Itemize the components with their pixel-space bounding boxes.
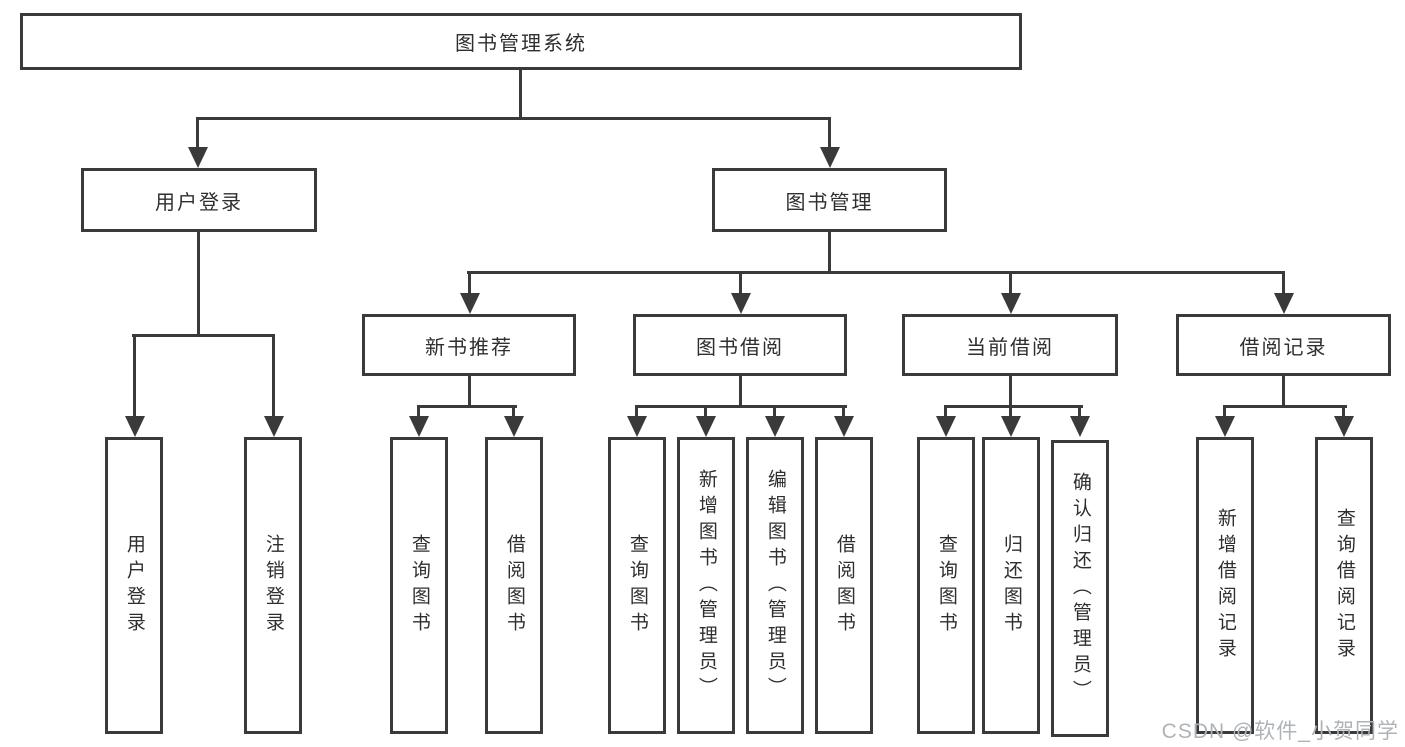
connector-hline <box>1223 405 1347 408</box>
connector-vline <box>1282 376 1285 408</box>
connector-arrow-down-icon <box>635 408 638 416</box>
connector-hline <box>635 405 847 408</box>
connector-arrow-down-icon <box>842 408 845 416</box>
leaf-label: 新增借阅记录 <box>1214 507 1236 664</box>
connector-arrow-down-icon <box>828 120 831 147</box>
connector-arrow-down-icon <box>1282 274 1285 293</box>
connector-vline <box>1009 376 1012 408</box>
node-label: 图书管理系统 <box>455 33 587 55</box>
connector-arrow-down-icon <box>417 408 420 416</box>
leaf-label: 查询图书 <box>408 533 430 638</box>
leaf-label: 编辑图书（管理员） <box>764 468 786 703</box>
node-current-borrowing: 当前借阅 <box>902 314 1118 376</box>
node-label: 用户登录 <box>155 191 243 214</box>
leaf-label: 归还图书 <box>1000 533 1022 638</box>
leaf-borrow-query-books: 查询图书 <box>608 437 666 734</box>
node-label: 当前借阅 <box>966 336 1054 359</box>
connector-arrow-down-icon <box>704 408 707 416</box>
node-book-management: 图书管理 <box>712 168 947 232</box>
connector-arrow-down-icon <box>1223 408 1226 416</box>
leaf-borrow-add-books-admin: 新增图书（管理员） <box>677 437 735 734</box>
node-borrowing-records: 借阅记录 <box>1176 314 1391 376</box>
leaf-borrow-edit-books-admin: 编辑图书（管理员） <box>746 437 804 734</box>
node-label: 图书借阅 <box>696 336 784 359</box>
leaf-current-query-books: 查询图书 <box>917 437 975 734</box>
leaf-label: 借阅图书 <box>503 533 525 638</box>
node-user-login: 用户登录 <box>81 168 317 232</box>
connector-arrow-down-icon <box>1009 274 1012 293</box>
connector-arrow-down-icon <box>512 408 515 416</box>
leaf-label: 查询图书 <box>935 533 957 638</box>
leaf-label: 查询借阅记录 <box>1333 507 1355 664</box>
connector-arrow-down-icon <box>739 274 742 293</box>
connector-hline <box>944 405 1083 408</box>
connector-arrow-down-icon <box>944 408 947 416</box>
connector-vline <box>828 232 831 273</box>
connector-arrow-down-icon <box>1009 408 1012 416</box>
connector-arrow-down-icon <box>468 274 471 293</box>
leaf-records-query-borrow-record: 查询借阅记录 <box>1315 437 1373 734</box>
connector-arrow-down-icon <box>196 120 199 147</box>
connector-vline <box>468 376 471 408</box>
connector-hline <box>196 117 831 120</box>
leaf-label: 用户登录 <box>123 533 145 638</box>
leaf-label: 确认归还（管理员） <box>1069 471 1091 706</box>
leaf-label: 查询图书 <box>626 533 648 638</box>
connector-hline <box>417 405 517 408</box>
leaf-user-login: 用户登录 <box>105 437 163 734</box>
node-library-management-system: 图书管理系统 <box>20 13 1022 70</box>
leaf-borrow-borrow-books: 借阅图书 <box>815 437 873 734</box>
connector-vline <box>519 70 522 120</box>
leaf-records-add-borrow-record: 新增借阅记录 <box>1196 437 1254 734</box>
leaf-current-return-books: 归还图书 <box>982 437 1040 734</box>
connector-arrow-down-icon <box>133 337 136 416</box>
leaf-label: 新增图书（管理员） <box>695 468 717 703</box>
connector-arrow-down-icon <box>1078 408 1081 416</box>
connector-vline <box>197 232 200 337</box>
connector-arrow-down-icon <box>272 337 275 416</box>
leaf-current-confirm-return-admin: 确认归还（管理员） <box>1051 440 1109 737</box>
node-label: 借阅记录 <box>1239 336 1328 359</box>
leaf-label: 注销登录 <box>262 533 284 638</box>
connector-arrow-down-icon <box>773 408 776 416</box>
leaf-logout: 注销登录 <box>244 437 302 734</box>
connector-arrow-down-icon <box>1342 408 1345 416</box>
node-label: 新书推荐 <box>425 336 513 359</box>
leaf-newbook-query-books: 查询图书 <box>390 437 448 734</box>
watermark: CSDN @软件_小贺同学 <box>1161 720 1399 743</box>
connector-hline <box>467 271 1285 274</box>
node-label: 图书管理 <box>785 191 874 214</box>
leaf-newbook-borrow-books: 借阅图书 <box>485 437 543 734</box>
node-new-book-recommendation: 新书推荐 <box>362 314 576 376</box>
connector-vline <box>739 376 742 408</box>
node-book-borrowing: 图书借阅 <box>633 314 847 376</box>
leaf-label: 借阅图书 <box>833 533 855 638</box>
connector-hline <box>132 334 275 337</box>
